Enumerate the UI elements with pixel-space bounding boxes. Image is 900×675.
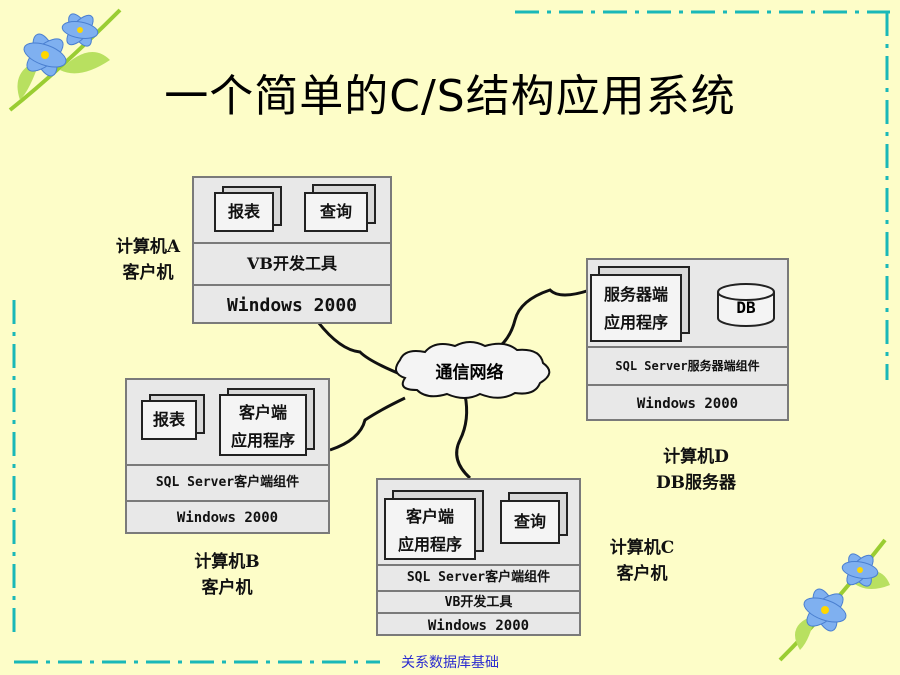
computer-a-name: 计算机A: [115, 237, 181, 257]
computer-b-box: 报表 客户端 应用程序 SQL Server客户端组件 Windows 2000: [125, 378, 330, 534]
computer-c-box: 客户端 应用程序 查询 SQL Server客户端组件 VB开发工具 Windo…: [376, 478, 581, 636]
computer-d-role: DB服务器: [655, 473, 737, 493]
query-label: 查询: [319, 202, 352, 221]
sql-client-component-row: SQL Server客户端组件: [378, 564, 579, 590]
query-label: 查询: [513, 512, 546, 531]
network-label: 通信网络: [435, 363, 504, 383]
computer-c-label: 计算机C 客户机: [592, 535, 692, 587]
os-row: Windows 2000: [194, 284, 390, 326]
computer-c-name: 计算机C: [609, 538, 675, 558]
vb-tool-row: VB开发工具: [194, 242, 390, 284]
report-label: 报表: [152, 410, 185, 429]
db-label: DB: [736, 298, 756, 317]
document-icon: 查询: [500, 500, 560, 544]
document-icon: 报表: [141, 400, 197, 440]
flower-icon: [8, 8, 122, 112]
computer-d-name: 计算机D: [663, 447, 729, 467]
report-label: 报表: [227, 202, 260, 221]
computer-a-box: 报表 查询 VB开发工具 Windows 2000: [192, 176, 392, 324]
document-icon: 服务器端 应用程序: [590, 274, 682, 342]
computer-d-label: 计算机D DB服务器: [636, 444, 756, 496]
document-icon: 客户端 应用程序: [384, 498, 476, 560]
computer-b-label: 计算机B 客户机: [172, 549, 282, 601]
computer-b-name: 计算机B: [194, 552, 260, 572]
client-app-line2: 应用程序: [230, 431, 295, 450]
document-icon: 报表: [214, 192, 274, 232]
database-icon: [717, 283, 775, 327]
client-app-line1: 客户端: [405, 507, 454, 526]
os-row: Windows 2000: [127, 500, 328, 534]
os-row: Windows 2000: [378, 612, 579, 638]
document-icon: 客户端 应用程序: [219, 394, 307, 456]
client-app-line1: 客户端: [238, 403, 287, 422]
server-app-line1: 服务器端: [603, 285, 668, 304]
sql-server-component-row: SQL Server服务器端组件: [588, 346, 787, 384]
server-app-line2: 应用程序: [603, 313, 668, 332]
flower-icon: [778, 538, 890, 662]
computer-c-role: 客户机: [616, 564, 668, 584]
sql-client-component-row: SQL Server客户端组件: [127, 464, 328, 500]
slide-footer: 关系数据库基础: [401, 655, 499, 671]
cloud-icon: [395, 341, 551, 399]
client-app-line2: 应用程序: [397, 535, 462, 554]
computer-a-label: 计算机A 客户机: [100, 234, 196, 286]
computer-a-role: 客户机: [122, 263, 174, 283]
computer-d-box: 服务器端 应用程序 DB SQL Server服务器端组件 Windows 20…: [586, 258, 789, 421]
document-icon: 查询: [304, 192, 368, 232]
os-row: Windows 2000: [588, 384, 787, 422]
slide-title: 一个简单的C/S结构应用系统: [164, 71, 736, 122]
vb-tool-row: VB开发工具: [378, 590, 579, 614]
computer-b-role: 客户机: [201, 578, 253, 598]
